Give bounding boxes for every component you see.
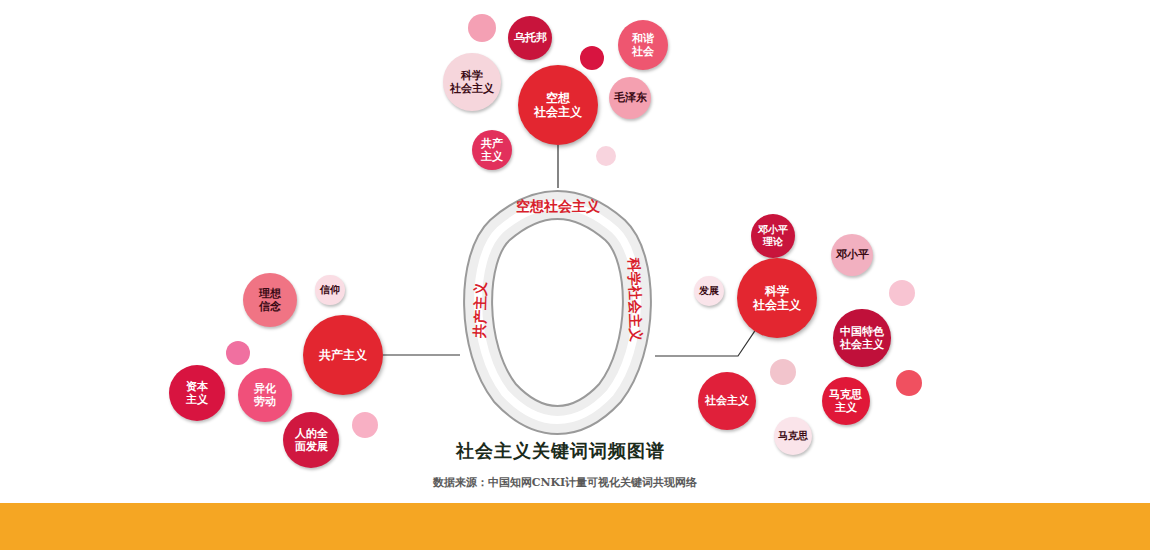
decor-dot bbox=[889, 280, 915, 306]
band-stroke bbox=[478, 205, 637, 420]
keyword-label: 资本 主义 bbox=[186, 380, 208, 406]
keyword-label: 邓小平 bbox=[836, 248, 869, 261]
circle-text-block: 邓小平 理论 bbox=[758, 224, 788, 248]
keyword-label: 邓小平 理论 bbox=[758, 224, 788, 248]
circle-text-block: 人的全 面发展 bbox=[295, 427, 328, 453]
connector bbox=[655, 331, 755, 356]
keyword-label: 理想 信念 bbox=[259, 287, 281, 313]
keyword-circle: 马克思 bbox=[774, 417, 812, 455]
keyword-circle: 社会主义 bbox=[698, 372, 756, 430]
circle-text-block: 共产主义 bbox=[319, 348, 367, 362]
circle-text-block: 共产 主义 bbox=[481, 137, 503, 163]
circle-text-block: 科学 社会主义 bbox=[753, 284, 801, 313]
keyword-circle: 人的全 面发展 bbox=[283, 412, 339, 468]
keyword-label: 和谐 社会 bbox=[632, 32, 654, 58]
mobius-band: 空想社会主义科学社会主义 共产主义 bbox=[460, 188, 655, 438]
keyword-label: 发展 bbox=[699, 285, 719, 297]
circle-text-block: 异化 劳动 bbox=[254, 382, 276, 408]
keyword-label: 空想 社会主义 bbox=[534, 91, 582, 120]
circle-text-block: 发展 bbox=[699, 285, 719, 297]
keyword-circle: 马克思 主义 bbox=[822, 377, 870, 425]
circle-text-block: 空想 社会主义 bbox=[534, 91, 582, 120]
keyword-circle: 邓小平 理论 bbox=[751, 214, 795, 258]
keyword-circle: 异化 劳动 bbox=[238, 368, 292, 422]
circle-text-block: 社会主义 bbox=[705, 394, 749, 407]
keyword-label: 社会主义 bbox=[705, 394, 749, 407]
keyword-circle: 邓小平 bbox=[831, 234, 873, 276]
decor-dot bbox=[896, 370, 922, 396]
keyword-circle: 科学 社会主义 bbox=[443, 53, 500, 110]
band-shape bbox=[460, 188, 655, 438]
keyword-label: 人的全 面发展 bbox=[295, 427, 328, 453]
keyword-circle: 资本 主义 bbox=[169, 365, 225, 421]
band-label: 科学社会主义 bbox=[627, 258, 644, 342]
keyword-circle: 乌托邦 bbox=[508, 16, 552, 60]
circle-text-block: 马克思 bbox=[778, 430, 808, 442]
decor-dot bbox=[468, 14, 496, 42]
band-stroke bbox=[478, 205, 637, 420]
keyword-circle: 理想 信念 bbox=[243, 273, 297, 327]
connector bbox=[383, 354, 460, 355]
circle-text-block: 信仰 bbox=[320, 284, 340, 296]
keyword-circle: 信仰 bbox=[315, 275, 344, 304]
keyword-label: 乌托邦 bbox=[514, 31, 547, 44]
connector bbox=[557, 145, 558, 188]
keyword-circle: 共产 主义 bbox=[472, 130, 512, 170]
band-label: 共产主义 bbox=[472, 282, 488, 338]
circle-text-block: 理想 信念 bbox=[259, 287, 281, 313]
keyword-label: 毛泽东 bbox=[614, 91, 647, 104]
keyword-label: 共产 主义 bbox=[481, 137, 503, 163]
band-stroke bbox=[478, 205, 637, 420]
circle-text-block: 马克思 主义 bbox=[829, 388, 862, 414]
band-label: 空想社会主义 bbox=[516, 199, 600, 213]
hub-circle: 科学 社会主义 bbox=[737, 258, 817, 338]
keyword-label: 科学 社会主义 bbox=[450, 69, 494, 95]
keyword-label: 中国特色 社会主义 bbox=[840, 325, 884, 351]
keyword-circle: 毛泽东 bbox=[609, 77, 651, 119]
decor-dot bbox=[226, 341, 250, 365]
circle-text-block: 乌托邦 bbox=[514, 31, 547, 44]
circle-text-block: 邓小平 bbox=[836, 248, 869, 261]
keyword-label: 共产主义 bbox=[319, 348, 367, 362]
circle-text-block: 中国特色 社会主义 bbox=[840, 325, 884, 351]
keyword-circle: 中国特色 社会主义 bbox=[833, 309, 890, 366]
diagram-caption: 数据来源：中国知网CNKI计量可视化关键词共现网络 bbox=[315, 475, 815, 490]
keyword-circle: 和谐 社会 bbox=[618, 20, 668, 70]
decor-dot bbox=[580, 46, 604, 70]
circle-text-block: 毛泽东 bbox=[614, 91, 647, 104]
decor-dot bbox=[770, 359, 796, 385]
decor-dot bbox=[352, 412, 378, 438]
keyword-label: 科学 社会主义 bbox=[753, 284, 801, 313]
keyword-label: 信仰 bbox=[320, 284, 340, 296]
circle-text-block: 资本 主义 bbox=[186, 380, 208, 406]
circle-text-block: 科学 社会主义 bbox=[450, 69, 494, 95]
diagram-title: 社会主义关键词词频图谱 bbox=[330, 439, 790, 463]
keyword-label: 马克思 bbox=[778, 430, 808, 442]
hub-circle: 空想 社会主义 bbox=[518, 65, 598, 145]
decor-dot bbox=[596, 146, 616, 166]
hub-circle: 共产主义 bbox=[303, 315, 383, 395]
keyword-label: 马克思 主义 bbox=[829, 388, 862, 414]
circle-text-block: 和谐 社会 bbox=[632, 32, 654, 58]
keyword-label: 异化 劳动 bbox=[254, 382, 276, 408]
keyword-circle: 发展 bbox=[694, 276, 724, 306]
footer-bar bbox=[0, 503, 1150, 550]
